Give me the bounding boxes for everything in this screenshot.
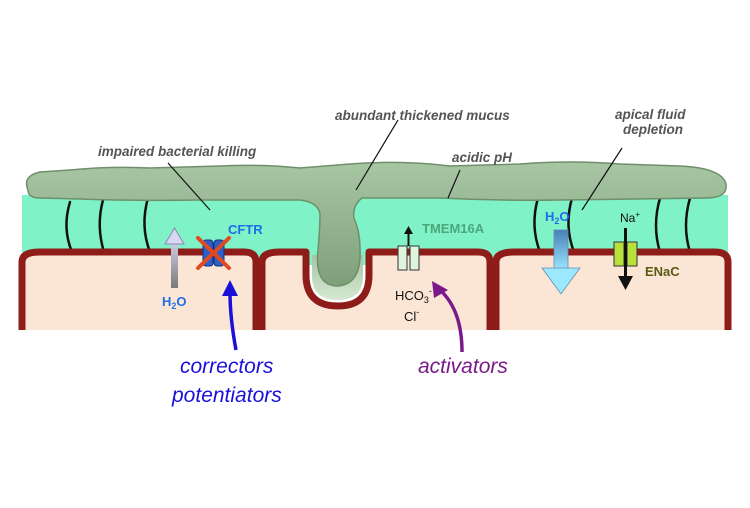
label-cl: Cl- — [404, 307, 419, 324]
label-correctors: correctors — [180, 355, 274, 378]
water-arrow-down-icon — [541, 229, 581, 295]
label-activators: activators — [418, 355, 508, 378]
activator-arrow-icon — [432, 281, 464, 353]
label-enac: ENaC — [645, 264, 680, 279]
enac-channel-icon — [613, 228, 638, 290]
cell-right — [496, 250, 728, 330]
corrector-arrow-icon — [222, 280, 238, 351]
label-impaired-killing: impaired bacterial killing — [98, 144, 257, 159]
label-tmem16a: TMEM16A — [422, 221, 485, 236]
label-mucus: abundant thickened mucus — [335, 108, 510, 123]
label-acidic-ph: acidic pH — [452, 150, 512, 165]
cell-middle — [262, 250, 490, 330]
label-cftr: CFTR — [228, 222, 263, 237]
water-arrow-up-icon — [164, 227, 185, 288]
label-hco3: HCO3- — [395, 286, 432, 305]
cilia — [65, 196, 692, 254]
annotation-leaders — [167, 119, 623, 211]
label-potentiators: potentiators — [171, 384, 282, 407]
mucus-layer — [25, 161, 727, 287]
label-h2o-right: H2O — [545, 209, 570, 226]
tmem16a-channel-icon — [397, 226, 420, 271]
blocked-cross-icon — [196, 236, 231, 270]
label-apical-fluid: apical fluid — [615, 107, 686, 122]
cell-left — [22, 250, 256, 330]
label-h2o-left: H2O — [162, 294, 187, 311]
label-na: Na+ — [620, 210, 640, 225]
label-depletion: depletion — [623, 122, 683, 137]
